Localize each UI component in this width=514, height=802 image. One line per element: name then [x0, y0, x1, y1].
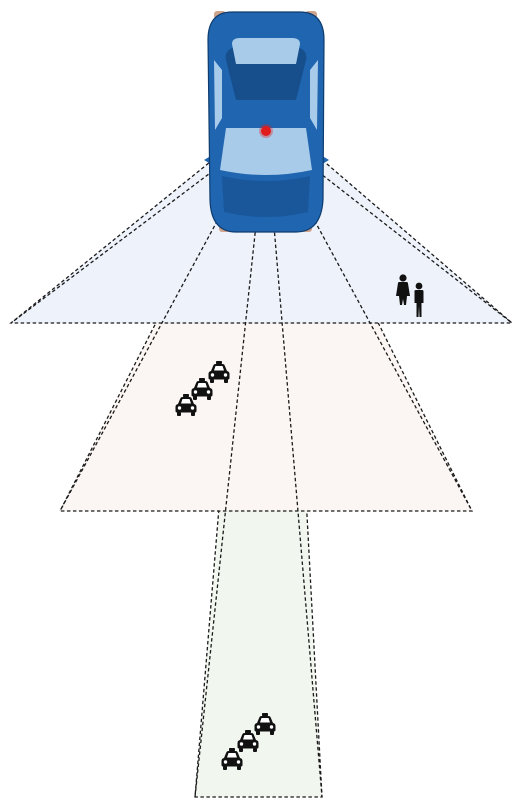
sensor-dot-icon: [259, 124, 273, 138]
car-top-view-icon: [204, 11, 329, 232]
